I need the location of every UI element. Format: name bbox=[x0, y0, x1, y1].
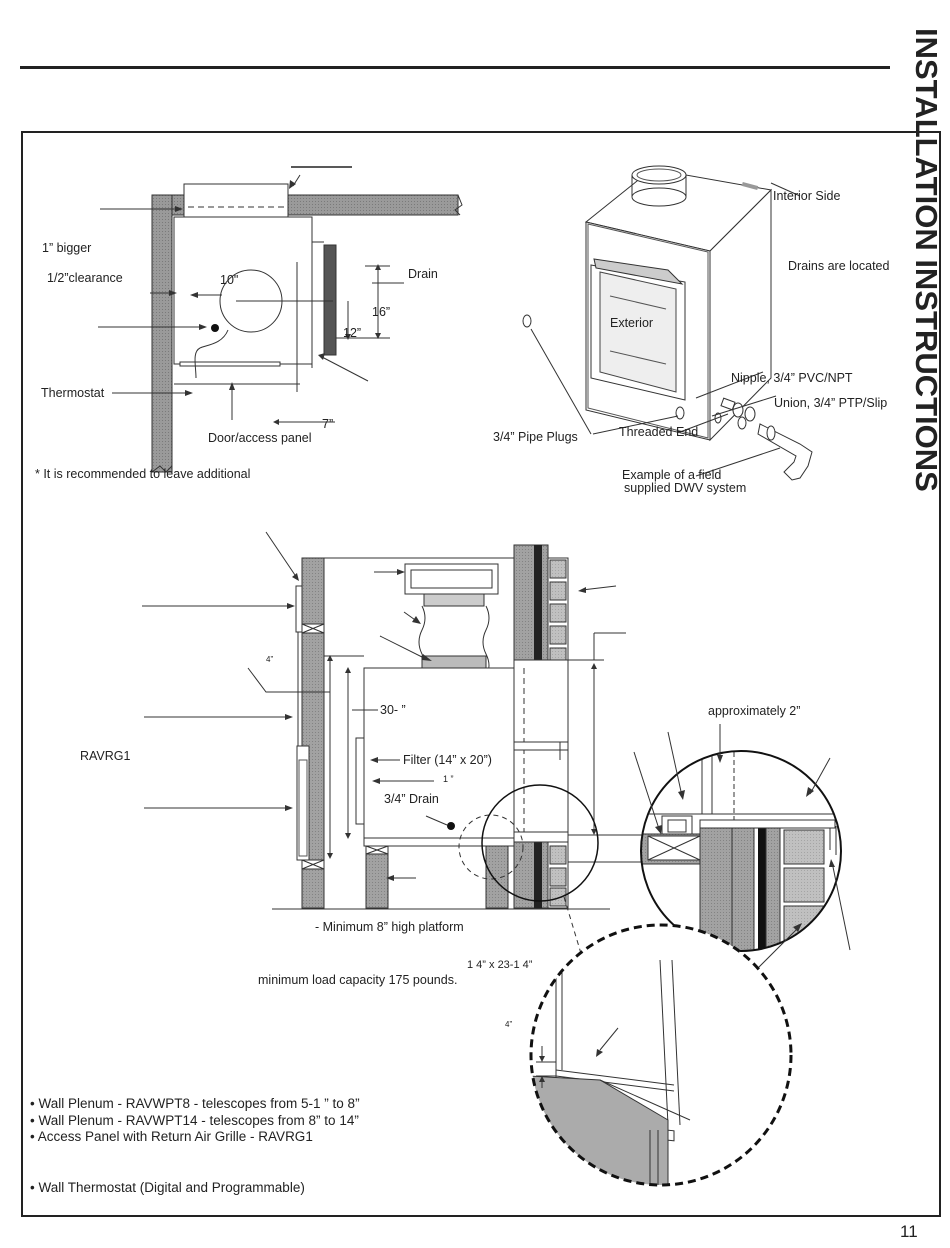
list-item: • Wall Thermostat (Digital and Programma… bbox=[30, 1179, 305, 1195]
label-quarter: 4” bbox=[266, 655, 274, 664]
label-threaded-end: Threaded End bbox=[619, 425, 699, 439]
label-example-1: Example of a field bbox=[622, 468, 722, 482]
label-interior-side: Interior Side bbox=[773, 189, 841, 203]
side-title: INSTALLATION INSTRUCTIONS bbox=[909, 28, 944, 492]
accessory-list: • Wall Plenum - RAVWPT8 - telescopes fro… bbox=[30, 1096, 360, 1196]
label-bigger: 1” bigger bbox=[42, 241, 92, 255]
label-exterior: Exterior bbox=[610, 316, 654, 330]
page-number: 11 bbox=[900, 1222, 918, 1241]
label-platform-dims: 1 4” x 23-1 4” bbox=[467, 959, 533, 971]
label-filter: Filter (14” x 20”) bbox=[403, 753, 492, 767]
label-pipe-plugs: 3/4” Pipe Plugs bbox=[493, 430, 578, 444]
label-detail-quarter: 4” bbox=[505, 1020, 513, 1029]
label-dim-30: 30- ” bbox=[380, 703, 406, 717]
label-union: Union, 3/4” PTP/Slip bbox=[774, 396, 888, 410]
label-dim-12: 12” bbox=[343, 326, 362, 340]
label-dim-7: 7” bbox=[322, 417, 334, 431]
label-thermostat: Thermostat bbox=[41, 386, 105, 400]
label-one-inch: 1 ” bbox=[443, 774, 454, 784]
list-item: • Access Panel with Return Air Grille - … bbox=[30, 1129, 313, 1144]
top-left-diagram bbox=[98, 166, 463, 473]
label-door: Door/access panel bbox=[208, 431, 312, 445]
list-item: • Wall Plenum - RAVWPT8 - telescopes fro… bbox=[30, 1096, 360, 1111]
label-ravrg1: RAVRG1 bbox=[80, 749, 131, 763]
label-drains-located: Drains are located bbox=[788, 259, 890, 273]
label-drain-34: 3/4” Drain bbox=[384, 792, 439, 806]
content-frame bbox=[21, 131, 941, 1217]
label-load-capacity: minimum load capacity 175 pounds. bbox=[258, 973, 458, 987]
label-drain: Drain bbox=[408, 267, 438, 281]
label-platform: - Minimum 8” high platform bbox=[315, 920, 464, 934]
label-clearance: 1/2”clearance bbox=[47, 271, 123, 285]
label-dim-10: 10" bbox=[220, 273, 239, 287]
list-item: • Wall Plenum - RAVWPT14 - telescopes fr… bbox=[30, 1112, 359, 1128]
note-recommended: * It is recommended to leave additional bbox=[35, 467, 251, 481]
header-rule bbox=[20, 66, 890, 69]
label-nipple: Nipple, 3/4” PVC/NPT bbox=[731, 371, 853, 385]
label-approx-2: approximately 2” bbox=[708, 704, 801, 718]
label-dim-16: 16” bbox=[372, 305, 391, 319]
label-example-2: supplied DWV system bbox=[624, 481, 747, 495]
unit-isometric-diagram bbox=[522, 165, 813, 481]
